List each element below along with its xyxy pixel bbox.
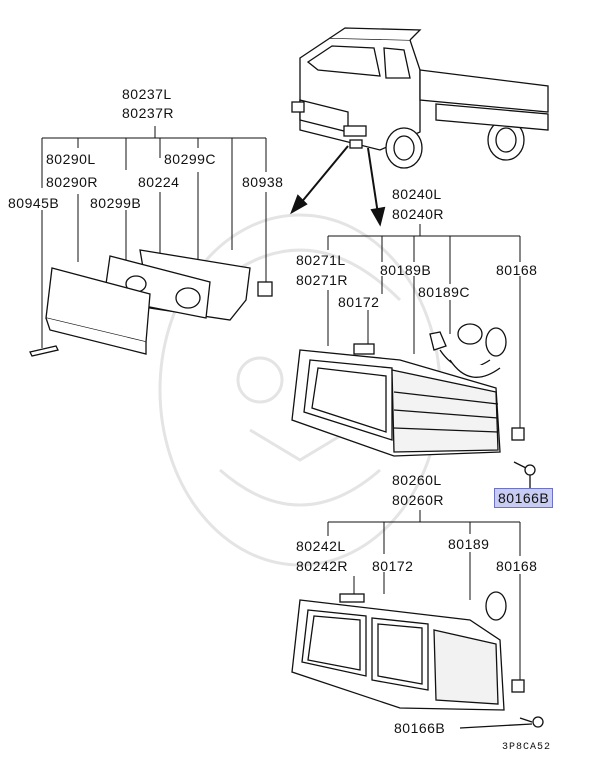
- leader-lines-group-3: [327, 510, 521, 680]
- label-80242r: 80242R: [296, 558, 349, 574]
- diagram-code: 3P8CA52: [502, 742, 552, 753]
- label-80260r: 80260R: [392, 492, 445, 508]
- label-80166b-highlighted[interactable]: 80166B: [494, 488, 554, 508]
- label-80237l: 80237L: [122, 86, 172, 102]
- label-80224: 80224: [138, 174, 180, 190]
- label-80299b: 80299B: [90, 195, 142, 211]
- label-80271l: 80271L: [296, 252, 346, 268]
- label-80168-top: 80168: [496, 262, 538, 278]
- lower-lamp-frame: [291, 591, 525, 711]
- label-80189: 80189: [448, 536, 490, 552]
- label-80240r: 80240R: [392, 206, 445, 222]
- label-80172-top: 80172: [338, 294, 380, 310]
- label-80299c: 80299C: [164, 151, 217, 167]
- label-80938: 80938: [242, 174, 284, 190]
- screw-80166b-top: [513, 461, 536, 488]
- label-80237r: 80237R: [122, 105, 175, 121]
- label-80166b-bottom: 80166B: [394, 720, 446, 736]
- leader-lines-group-2: [327, 224, 521, 430]
- label-80271r: 80271R: [296, 272, 349, 288]
- front-lamp-lens: [29, 249, 273, 357]
- label-80172-bottom: 80172: [372, 558, 414, 574]
- screw-80166b-bottom: [459, 716, 544, 729]
- headlamp-assembly: [291, 323, 525, 457]
- label-80290r: 80290R: [46, 174, 99, 190]
- label-80260l: 80260L: [392, 472, 442, 488]
- label-80189b: 80189B: [380, 262, 432, 278]
- label-80240l: 80240L: [392, 186, 442, 202]
- label-80290l: 80290L: [46, 151, 96, 167]
- label-80189c: 80189C: [418, 284, 471, 300]
- truck-illustration: [291, 27, 549, 169]
- label-80242l: 80242L: [296, 538, 346, 554]
- label-80945b: 80945B: [8, 195, 60, 211]
- label-80168-bottom: 80168: [496, 558, 538, 574]
- callout-arrows: [290, 145, 386, 227]
